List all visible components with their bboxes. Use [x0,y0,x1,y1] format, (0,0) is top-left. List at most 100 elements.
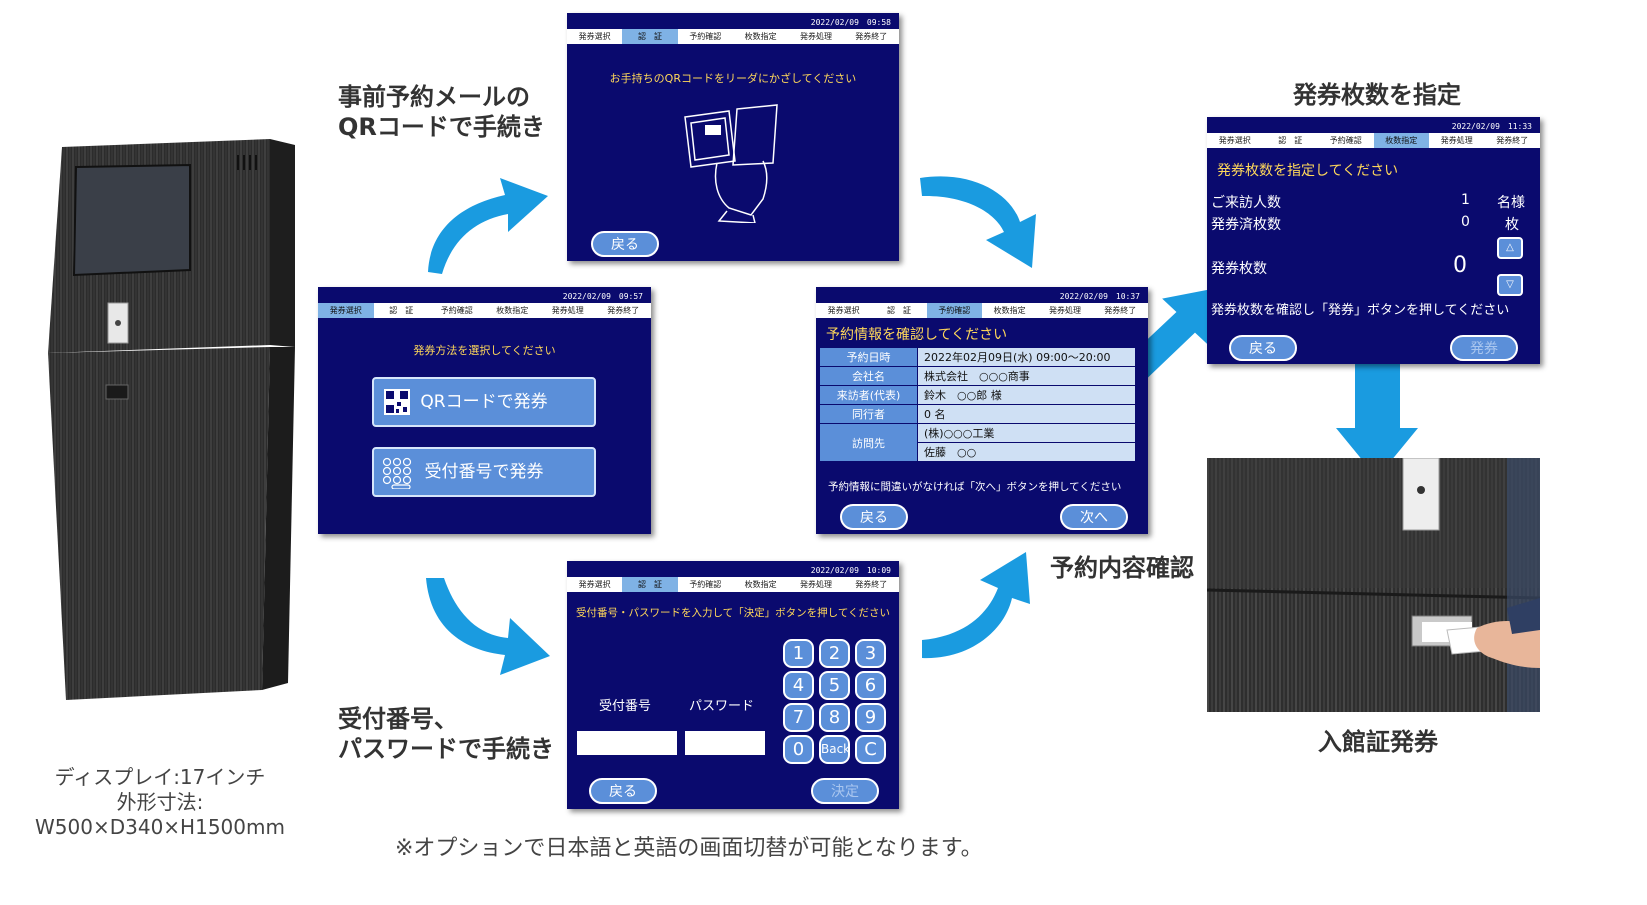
step-count: 枚数指定 [744,32,777,41]
table-row: 訪問先(株)○○○工業 [819,423,1136,462]
screen-date: 2022/02/09 09:58 [810,18,891,27]
issue-photo [1207,458,1540,712]
row-value: (株)○○○工業 [917,423,1136,443]
step-auth: 認 証 [1278,136,1303,145]
step-auth: 認 証 [622,29,678,44]
code-issue-button[interactable]: 受付番号で発券 [372,447,596,497]
caption-qr-route: 事前予約メールの QRコードで手続き [338,82,545,142]
kiosk-spec: ディスプレイ:17インチ 外形寸法: W500×D340×H1500mm [0,765,320,840]
decide-button[interactable]: 決定 [811,778,879,804]
key-6[interactable]: 6 [855,671,886,700]
back-button[interactable]: 戻る [840,504,908,530]
screen-date: 2022/02/09 11:33 [1451,122,1532,131]
key-7[interactable]: 7 [783,703,814,732]
spec-display: ディスプレイ:17インチ [54,765,266,789]
increment-button[interactable]: △ [1497,237,1523,259]
screen-count: 2022/02/09 11:33 発券選択 認 証 予約確認 枚数指定 発券処理… [1207,117,1540,364]
password-input[interactable] [685,731,765,755]
back-button[interactable]: 戻る [591,231,659,257]
arrow-qr-to-confirm [920,176,1036,268]
issued-unit: 枚 [1505,217,1519,233]
step-done: 発券終了 [855,32,888,41]
spec-dim-label: 外形寸法: [116,790,204,814]
screen-qr: 2022/02/09 09:58 発券選択 認 証 予約確認 枚数指定 発券処理… [567,13,899,261]
key-1[interactable]: 1 [783,639,814,668]
qr-issue-label: QRコードで発券 [420,392,548,412]
step-confirm: 予約確認 [689,580,722,589]
issue-button[interactable]: 発券 [1450,335,1518,361]
key-8[interactable]: 8 [819,703,850,732]
number-label: 受付番号 [599,699,652,714]
step-select: 発券選択 [318,303,374,318]
tickets-value: 0 [1453,253,1467,278]
screen-title: 発券方法を選択してください [413,344,556,357]
caption-count: 発券枚数を指定 [1293,81,1461,109]
table-row: 佐藤 ○○ [820,442,1136,462]
caption-code-line2: パスワードで手続き [338,735,554,763]
screen-title: 発券枚数を指定してください [1217,163,1399,179]
qr-issue-button[interactable]: QRコードで発券 [372,377,596,427]
step-process: 発券処理 [1440,136,1473,145]
back-button[interactable]: 戻る [589,778,657,804]
key-0[interactable]: 0 [783,735,814,764]
qr-reader-hand-icon [684,104,778,223]
spec-dim-value: W500×D340×H1500mm [35,815,285,839]
step-done: 発券終了 [855,580,888,589]
step-process: 発券処理 [1048,306,1081,315]
arrow-code-to-confirm [922,552,1030,659]
step-select: 発券選択 [1218,136,1251,145]
row-key: 訪問先 [819,423,918,462]
back-button[interactable]: 戻る [1229,335,1297,361]
step-count: 枚数指定 [496,306,529,315]
step-auth: 認 証 [389,306,414,315]
caption-issue: 入館証発券 [1318,728,1438,756]
step-bar: 発券選択 認 証 予約確認 枚数指定 発券処理 発券終了 [816,303,1148,318]
decrement-button[interactable]: ▽ [1497,274,1523,296]
step-count: 枚数指定 [1373,133,1429,148]
step-select: 発券選択 [827,306,860,315]
row-value: 株式会社 ○○○商事 [917,366,1136,386]
caption-qr-line2: QRコードで手続き [338,113,545,141]
step-process: 発券処理 [799,580,832,589]
screen-date: 2022/02/09 09:57 [562,292,643,301]
key-5[interactable]: 5 [819,671,850,700]
step-confirm: 予約確認 [926,303,982,318]
visitors-unit: 名様 [1497,195,1525,211]
count-note: 発券枚数を確認し「発券」ボタンを押してください [1211,303,1510,318]
key-2[interactable]: 2 [819,639,850,668]
step-count: 枚数指定 [993,306,1026,315]
next-button[interactable]: 次へ [1060,504,1128,530]
arrow-to-code [426,578,550,675]
step-bar: 発券選択 認 証 予約確認 枚数指定 発券処理 発券終了 [318,303,651,318]
confirm-note: 予約情報に間違いがなければ「次へ」ボタンを押してください [828,481,1122,493]
step-select: 発券選択 [578,32,611,41]
kiosk-photo [30,135,310,735]
screen-title: お手持ちのQRコードをリーダにかざしてください [609,72,857,85]
issued-value: 0 [1461,214,1470,230]
screen-confirm: 2022/02/09 10:37 発券選択 認 証 予約確認 枚数指定 発券処理… [816,287,1148,534]
step-bar: 発券選択 認 証 予約確認 枚数指定 発券処理 発券終了 [1207,133,1540,148]
screen-date: 2022/02/09 10:37 [1059,292,1140,301]
tickets-label: 発券枚数 [1211,261,1267,277]
key-3[interactable]: 3 [855,639,886,668]
step-process: 発券処理 [799,32,832,41]
number-input[interactable] [577,731,677,755]
key-clear[interactable]: C [855,735,886,764]
row-key: 来訪者(代表) [819,385,918,405]
key-back[interactable]: Back [819,735,850,764]
screen-date: 2022/02/09 10:09 [810,566,891,575]
step-done: 発券終了 [1104,306,1137,315]
caption-code-route: 受付番号、 パスワードで手続き [338,704,554,764]
step-done: 発券終了 [1496,136,1529,145]
key-4[interactable]: 4 [783,671,814,700]
row-value: 鈴木 ○○郎 様 [917,385,1136,405]
step-bar: 発券選択 認 証 予約確認 枚数指定 発券処理 発券終了 [567,29,899,44]
row-value: 佐藤 ○○ [917,442,1136,462]
key-9[interactable]: 9 [855,703,886,732]
footnote: ※オプションで日本語と英語の画面切替が可能となります。 [395,836,983,861]
arrow-to-qr [428,178,548,274]
code-issue-label: 受付番号で発券 [424,462,544,482]
